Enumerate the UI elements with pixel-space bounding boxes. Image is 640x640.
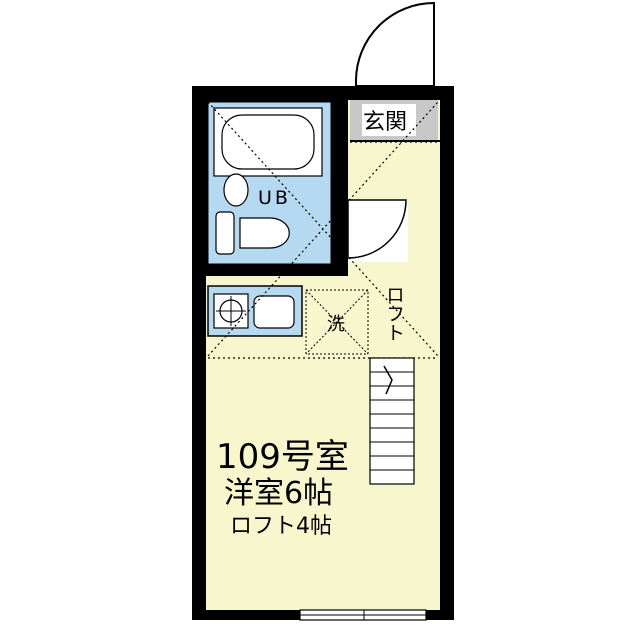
svg-text:ロフト: ロフト <box>383 285 405 342</box>
entrance-label: 玄関 <box>363 110 407 135</box>
bottom-window <box>299 609 427 621</box>
room-number-label: 109号室 <box>216 437 349 477</box>
washbasin-icon <box>223 173 249 207</box>
front-door-swing-icon <box>355 1 435 87</box>
bathtub-icon <box>213 107 323 177</box>
bath-side-wall <box>334 100 348 276</box>
unit-bath-label: UB <box>258 187 291 209</box>
entrance-label-box <box>362 104 416 136</box>
kitchen-sink-icon <box>253 295 295 329</box>
loft-ladder-icon <box>369 357 415 485</box>
laundry-label: 洗 <box>327 314 345 335</box>
loft-size-label: ロフト4帖 <box>230 514 332 539</box>
bath-door-swing-icon <box>347 199 408 262</box>
stove-burner-icon <box>213 293 249 329</box>
bath-lower-wall <box>206 264 348 276</box>
washer-space-icon <box>305 289 369 355</box>
room-type-label: 洋室6帖 <box>224 476 333 511</box>
loft-vertical-label: ロフト <box>383 285 405 342</box>
toilet-icon <box>215 211 290 255</box>
